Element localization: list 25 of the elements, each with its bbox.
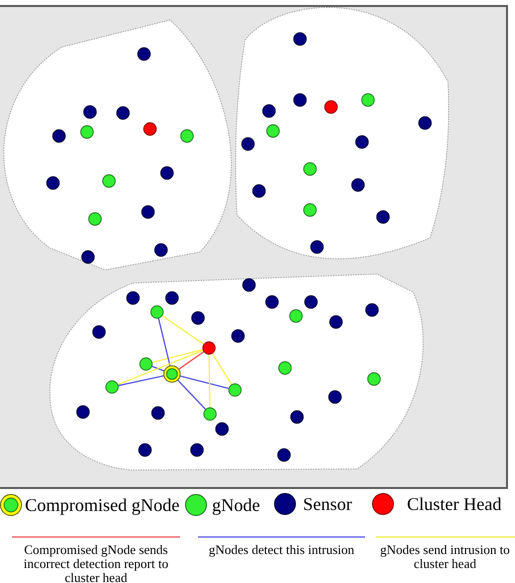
connector-line (152, 349, 203, 363)
connector-line (162, 315, 204, 345)
connector-line (178, 351, 204, 370)
node-dot (202, 341, 216, 355)
legend-label: gNode (212, 495, 260, 515)
connector-line (118, 350, 204, 386)
node-dot (203, 407, 217, 421)
connector-line (177, 380, 206, 410)
legend-text: gNodes send intrusion to cluster head (379, 543, 511, 571)
connector-line (118, 375, 164, 386)
connector-line (212, 353, 232, 385)
legend-label: Compromised gNode (25, 495, 180, 515)
legend-label: Cluster Head (407, 494, 502, 514)
node-dot (228, 383, 242, 397)
connector-line (158, 318, 171, 366)
legend-label: Sensor (303, 494, 352, 514)
node-dot (105, 380, 119, 394)
node-dot (139, 357, 153, 371)
ringed-node-dot (163, 365, 181, 383)
node-dot (150, 305, 164, 319)
connector-line (208, 354, 210, 408)
connector-line (152, 366, 164, 372)
connector-line (180, 376, 229, 389)
legend-text: Compromised gNode sends incorrect detection report to cluster head (22, 543, 170, 583)
legend-text: gNodes detect this intrusion (208, 543, 356, 557)
